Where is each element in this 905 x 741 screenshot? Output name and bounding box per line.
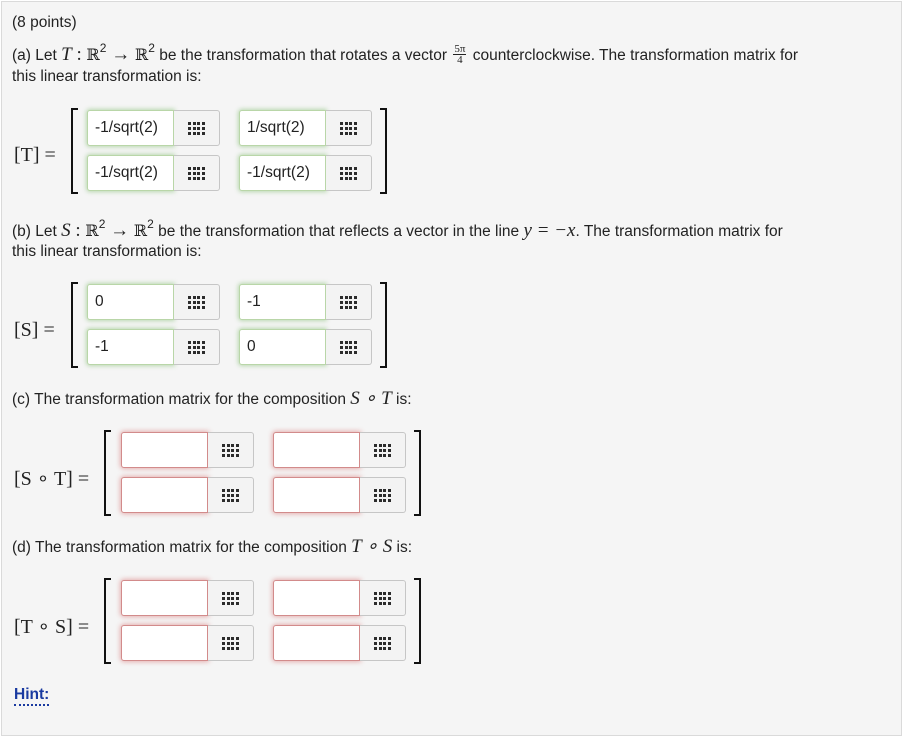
matrix-ts-palette-12[interactable] <box>360 580 406 616</box>
grid-icon <box>222 636 239 650</box>
matrix-s-input-11[interactable] <box>87 284 174 320</box>
grid-icon <box>374 591 391 605</box>
matrix-t-input-21[interactable] <box>87 155 174 191</box>
grid-icon <box>374 636 391 650</box>
hint-link[interactable]: Hint: <box>14 686 50 706</box>
matrix-t-input-11[interactable] <box>87 110 174 146</box>
matrix-st-palette-21[interactable] <box>208 477 254 513</box>
matrix-ts-palette-22[interactable] <box>360 625 406 661</box>
matrix-t-palette-12[interactable] <box>326 110 372 146</box>
matrix-s-input-21[interactable] <box>87 329 174 365</box>
matrix-t-label: [T] = <box>14 144 56 166</box>
matrix-ts-input-22[interactable] <box>273 625 360 661</box>
matrix-ts-left-bracket <box>104 578 111 664</box>
matrix-s-right-bracket <box>380 282 387 368</box>
matrix-t-input-22[interactable] <box>239 155 326 191</box>
matrix-st-palette-22[interactable] <box>360 477 406 513</box>
matrix-s-input-12[interactable] <box>239 284 326 320</box>
grid-icon <box>188 166 205 180</box>
matrix-t-palette-21[interactable] <box>174 155 220 191</box>
matrix-t-left-bracket <box>71 108 78 194</box>
part-a-line2: this linear transformation is: <box>12 68 202 85</box>
matrix-s-left-bracket <box>71 282 78 368</box>
grid-icon <box>374 488 391 502</box>
part-a-statement: (a) Let T : ℝ2 → ℝ2 be the transformatio… <box>12 41 799 66</box>
matrix-st-label: [S ∘ T] = <box>14 468 90 490</box>
grid-icon <box>374 443 391 457</box>
matrix-s-label: [S] = <box>14 319 55 341</box>
grid-icon <box>340 166 357 180</box>
matrix-st-input-22[interactable] <box>273 477 360 513</box>
matrix-st-input-21[interactable] <box>121 477 208 513</box>
matrix-st-input-12[interactable] <box>273 432 360 468</box>
part-b-line2: this linear transformation is: <box>12 243 202 260</box>
matrix-st-palette-11[interactable] <box>208 432 254 468</box>
grid-icon <box>188 295 205 309</box>
matrix-ts-input-12[interactable] <box>273 580 360 616</box>
part-d-statement: (d) The transformation matrix for the co… <box>12 536 413 557</box>
matrix-st-right-bracket <box>414 430 421 516</box>
grid-icon <box>340 295 357 309</box>
grid-icon <box>222 443 239 457</box>
matrix-st-input-11[interactable] <box>121 432 208 468</box>
matrix-s-palette-22[interactable] <box>326 329 372 365</box>
part-c-statement: (c) The transformation matrix for the co… <box>12 388 412 409</box>
matrix-s-input-22[interactable] <box>239 329 326 365</box>
matrix-t-palette-22[interactable] <box>326 155 372 191</box>
part-b-statement: (b) Let S : ℝ2 → ℝ2 be the transformatio… <box>12 217 783 242</box>
grid-icon <box>188 340 205 354</box>
matrix-t-input-12[interactable] <box>239 110 326 146</box>
matrix-t-palette-11[interactable] <box>174 110 220 146</box>
grid-icon <box>222 488 239 502</box>
matrix-t-right-bracket <box>380 108 387 194</box>
matrix-ts-right-bracket <box>414 578 421 664</box>
matrix-s-palette-11[interactable] <box>174 284 220 320</box>
matrix-s-palette-21[interactable] <box>174 329 220 365</box>
matrix-ts-palette-21[interactable] <box>208 625 254 661</box>
points-label: (8 points) <box>12 14 77 31</box>
grid-icon <box>222 591 239 605</box>
matrix-st-palette-12[interactable] <box>360 432 406 468</box>
matrix-s-palette-12[interactable] <box>326 284 372 320</box>
matrix-ts-input-11[interactable] <box>121 580 208 616</box>
matrix-ts-label: [T ∘ S] = <box>14 616 90 638</box>
matrix-st-left-bracket <box>104 430 111 516</box>
grid-icon <box>188 121 205 135</box>
grid-icon <box>340 121 357 135</box>
matrix-ts-palette-11[interactable] <box>208 580 254 616</box>
matrix-ts-input-21[interactable] <box>121 625 208 661</box>
grid-icon <box>340 340 357 354</box>
